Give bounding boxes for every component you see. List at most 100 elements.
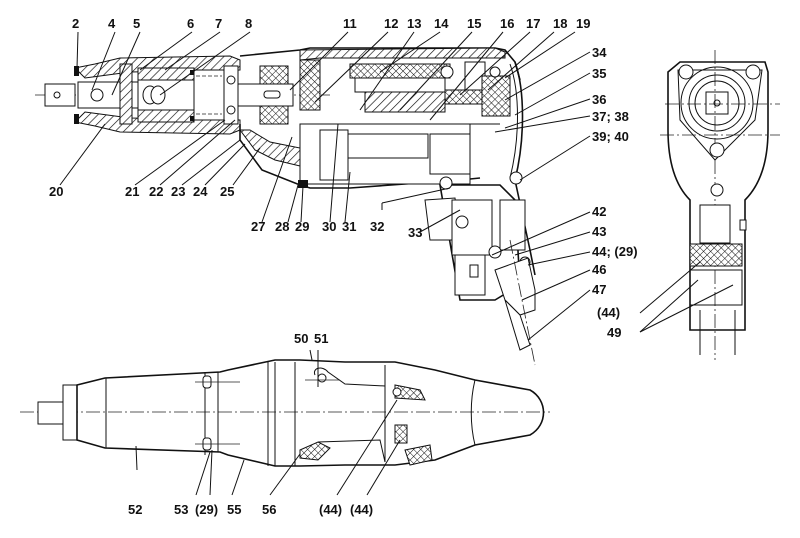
label-44-front: (44) [597, 305, 620, 320]
label-30: 30 [322, 219, 336, 234]
front-cable [699, 310, 736, 355]
label-46: 46 [592, 262, 606, 277]
label-42: 42 [592, 204, 606, 219]
section-leaders [59, 31, 591, 341]
plan-nose-ring [62, 384, 78, 441]
front-lock-button [739, 219, 747, 231]
label-13: 13 [407, 16, 421, 31]
front-housing-outline [667, 61, 769, 331]
label-28: 28 [275, 219, 289, 234]
label-21: 21 [125, 184, 139, 199]
label-14: 14 [434, 16, 449, 31]
front-ring-middle [688, 74, 746, 132]
switch-screw [455, 215, 469, 229]
label-29-plan: (29) [195, 502, 218, 517]
bearing-block [223, 65, 239, 125]
label-39-40: 39; 40 [592, 129, 629, 144]
front-view: (44) 49 [597, 50, 780, 360]
plan-rib-bottom [404, 444, 433, 466]
plan-outline [76, 359, 545, 467]
plan-view: 50 51 52 53 (29) 55 56 (44) (44) [20, 331, 550, 517]
label-43: 43 [592, 224, 606, 239]
plan-cable-clamp [299, 441, 331, 461]
front-screw-handle [710, 183, 724, 197]
label-15: 15 [467, 16, 481, 31]
label-4: 4 [108, 16, 116, 31]
label-20: 20 [49, 184, 63, 199]
label-22: 22 [149, 184, 163, 199]
label-32: 32 [370, 219, 384, 234]
foot-screw [298, 180, 308, 188]
label-49: 49 [607, 325, 621, 340]
gearbox-plate [299, 59, 321, 111]
plan-handle-top-slot [313, 367, 386, 387]
front-clamp [689, 243, 743, 267]
hammer-bottom [137, 109, 195, 123]
label-7: 7 [215, 16, 222, 31]
label-33: 33 [408, 225, 422, 240]
front-screw-bottom [709, 142, 725, 158]
front-ring-inner [694, 80, 740, 126]
label-31: 31 [342, 219, 356, 234]
label-27: 27 [251, 219, 265, 234]
field-winding-top [349, 63, 451, 79]
front-square-drive [705, 91, 729, 115]
capacitor [499, 199, 526, 251]
label-25: 25 [220, 184, 234, 199]
label-44-plan-b: (44) [350, 502, 373, 517]
label-17: 17 [526, 16, 540, 31]
label-24: 24 [193, 184, 208, 199]
front-screw-tr [745, 64, 761, 80]
label-52: 52 [128, 502, 142, 517]
label-50: 50 [294, 331, 308, 346]
gear-bottom [259, 105, 289, 125]
label-18: 18 [553, 16, 567, 31]
label-44-29: 44; (29) [592, 244, 638, 259]
bearing-ball-top [226, 75, 236, 85]
handle-screw-rear [509, 171, 523, 185]
spring-chamber [193, 69, 225, 121]
cable [504, 299, 531, 351]
armature-core [364, 91, 446, 113]
front-switch-window [699, 204, 731, 244]
handle-screw-front [439, 176, 453, 190]
label-36: 36 [592, 92, 606, 107]
section-labels: 2 4 5 6 7 8 11 12 13 14 15 16 17 18 19 3… [49, 16, 638, 297]
label-23: 23 [171, 184, 185, 199]
label-51: 51 [314, 331, 328, 346]
screw-top [440, 65, 454, 79]
label-16: 16 [500, 16, 514, 31]
bearing-ball-bottom [226, 105, 236, 115]
gear-top [259, 65, 289, 85]
label-2: 2 [72, 16, 79, 31]
hammer-bore [137, 79, 195, 111]
ball [90, 88, 104, 102]
key-slot [263, 90, 281, 99]
drive-pin [53, 91, 61, 99]
front-ring-outer [680, 66, 754, 140]
label-35: 35 [592, 66, 606, 81]
label-44-plan-a: (44) [319, 502, 342, 517]
rear-bearing-housing [481, 75, 511, 117]
plan-square-drive [37, 401, 64, 425]
label-55: 55 [227, 502, 241, 517]
switch-slider [469, 264, 479, 278]
stator-window [347, 133, 429, 159]
label-29: 29 [295, 219, 309, 234]
label-5: 5 [133, 16, 140, 31]
label-8: 8 [245, 16, 252, 31]
label-11: 11 [343, 16, 357, 31]
seal-ring-bottom [74, 114, 79, 124]
plan-switch-detail [394, 424, 408, 444]
label-12: 12 [384, 16, 398, 31]
switch-body [451, 199, 493, 256]
cam-ball-right [150, 85, 166, 105]
lower-gear-case [239, 129, 301, 167]
brush-area [429, 133, 471, 175]
label-53: 53 [174, 502, 188, 517]
label-34: 34 [592, 45, 607, 60]
armature-lamination [354, 77, 446, 93]
label-6: 6 [187, 16, 194, 31]
seal-ring-top [74, 66, 79, 76]
